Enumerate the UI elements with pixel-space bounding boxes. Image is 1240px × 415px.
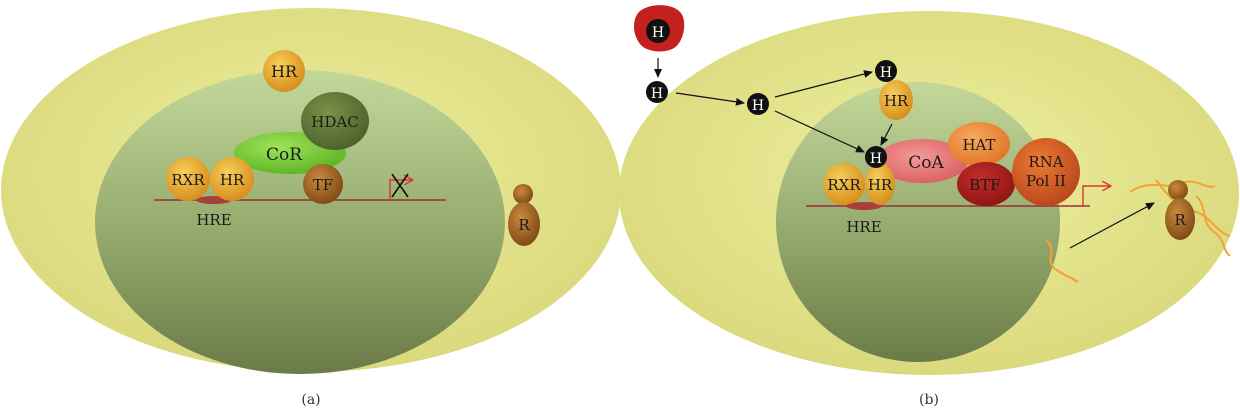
nucleus-a [95,70,505,374]
caption-b: (b) [919,392,939,408]
hdac-a: HDAC [301,92,369,150]
h-top-label: H [880,65,892,81]
tf-a-label: TF [313,176,333,194]
r-protein-a: R [508,184,540,246]
rxr-b: RXR [823,163,865,205]
caption-a: (a) [301,392,320,408]
panel-b: H H H HR H CoA [619,5,1239,408]
blocked-transcription-arrow [389,173,412,200]
active-transcription-arrow [1082,186,1110,206]
hat-label: HAT [962,136,995,154]
arrow-cell-to-complex [774,110,865,153]
r-protein-b: R [1129,179,1231,257]
hr-bound-b: HR [865,163,895,205]
h-complex-label: H [870,151,882,167]
hdac-a-label: HDAC [311,113,358,131]
hormone-top-b: H [875,60,897,82]
hr-free-a: HR [263,50,305,92]
cor-a-label: CoR [266,145,303,165]
arrow-free-to-cell [675,92,745,106]
arrow-hr-to-complex [880,123,893,146]
h-cell-label: H [752,98,764,114]
rxr-a-label: RXR [171,171,205,189]
rxr-b-label: RXR [827,176,861,194]
hormone-free-b: H [646,81,668,103]
hr-bound-a-label: HR [220,171,245,189]
rna-label-line1: RNA [1028,153,1063,171]
hre-site-b [846,202,882,210]
arrow-mrna-to-r [1069,202,1155,249]
hre-a-label: HRE [196,211,231,229]
hr-mid-b: HR [879,80,913,120]
h-carrier-label: H [652,25,664,41]
r-a-label: R [518,216,530,234]
hr-bound-a: HR [210,157,254,201]
hr-free-a-label: HR [271,62,298,81]
h-free-label: H [651,86,663,102]
rxr-a: RXR [166,157,210,201]
btf-b: BTF [957,162,1015,206]
hat-b: HAT [948,122,1010,166]
r-b-label: R [1174,211,1186,229]
nucleus-b [776,82,1060,362]
hre-b-label: HRE [846,218,881,236]
coa-label: CoA [908,153,944,173]
hormone-cell-b: H [747,93,769,115]
carrier-protein-b: H [634,5,685,52]
coa-b: CoA [876,139,968,183]
panel-a: HR CoR HDAC RXR HR TF HRE [1,8,621,408]
mrna-strand [1045,239,1079,283]
rna-label-line2: Pol II [1026,172,1066,190]
hr-mid-label: HR [884,92,909,110]
hr-bound-b-label: HR [868,176,893,194]
arrow-cell-to-top [774,70,873,98]
btf-label: BTF [969,176,1000,194]
tf-a: TF [303,164,343,204]
hormone-complex-b: H [865,146,887,168]
rna-pol-ii-b: RNA Pol II [1012,138,1080,206]
